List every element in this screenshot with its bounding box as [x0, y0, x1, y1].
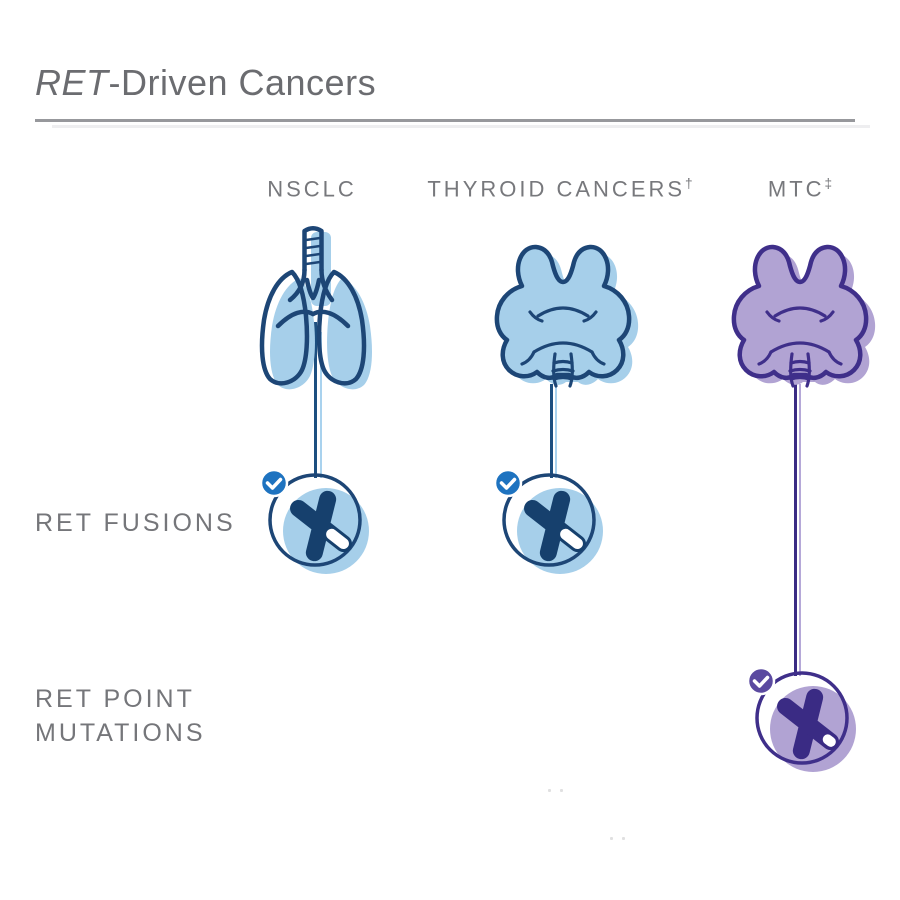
- faint-artifact: [622, 837, 625, 840]
- page-title: RET-Driven Cancers: [35, 62, 376, 104]
- faint-artifact: [548, 789, 551, 792]
- column-header-thyroid-cancers: THYROID CANCERS†: [427, 176, 692, 202]
- fusion-segment: [326, 528, 349, 550]
- chromosome-icon: [493, 468, 603, 574]
- column-header-mtc: MTC‡: [768, 176, 832, 202]
- connector-line: [799, 384, 801, 676]
- thyroid-icon: [731, 244, 876, 388]
- row-label-ret-point-mutations: RET POINT MUTATIONS: [35, 685, 206, 747]
- connector-line: [320, 332, 322, 478]
- check-icon: [752, 675, 770, 688]
- check-badge: [493, 468, 523, 498]
- footnote-marker: ‡: [824, 176, 833, 191]
- footnote-marker: †: [685, 176, 693, 191]
- connector-line: [314, 322, 317, 478]
- title-divider-shadow: [52, 125, 870, 128]
- title-suffix: -Driven Cancers: [108, 62, 377, 103]
- thyroid-icon: [494, 244, 639, 388]
- gene-name: RET: [35, 62, 109, 103]
- chromosome-icon: [259, 468, 369, 574]
- connector-line: [555, 384, 557, 478]
- check-badge: [746, 666, 776, 696]
- connector-line: [794, 384, 797, 676]
- column-header-nsclc: NSCLC: [267, 176, 357, 202]
- mutation-segment: [822, 734, 836, 747]
- faint-artifact: [610, 837, 613, 840]
- column-label: THYROID CANCERS: [427, 176, 686, 202]
- check-icon: [265, 477, 283, 490]
- row-label-ret-fusions: RET FUSIONS: [35, 509, 236, 537]
- faint-artifact: [560, 789, 563, 792]
- column-label: MTC: [767, 176, 825, 202]
- lungs-icon: [259, 226, 372, 390]
- connector-line: [550, 384, 553, 478]
- chromosome-icon: [746, 666, 856, 772]
- column-label: NSCLC: [267, 176, 357, 202]
- check-badge: [259, 468, 289, 498]
- title-divider: [35, 119, 855, 122]
- check-icon: [499, 477, 517, 490]
- fusion-segment: [560, 528, 583, 550]
